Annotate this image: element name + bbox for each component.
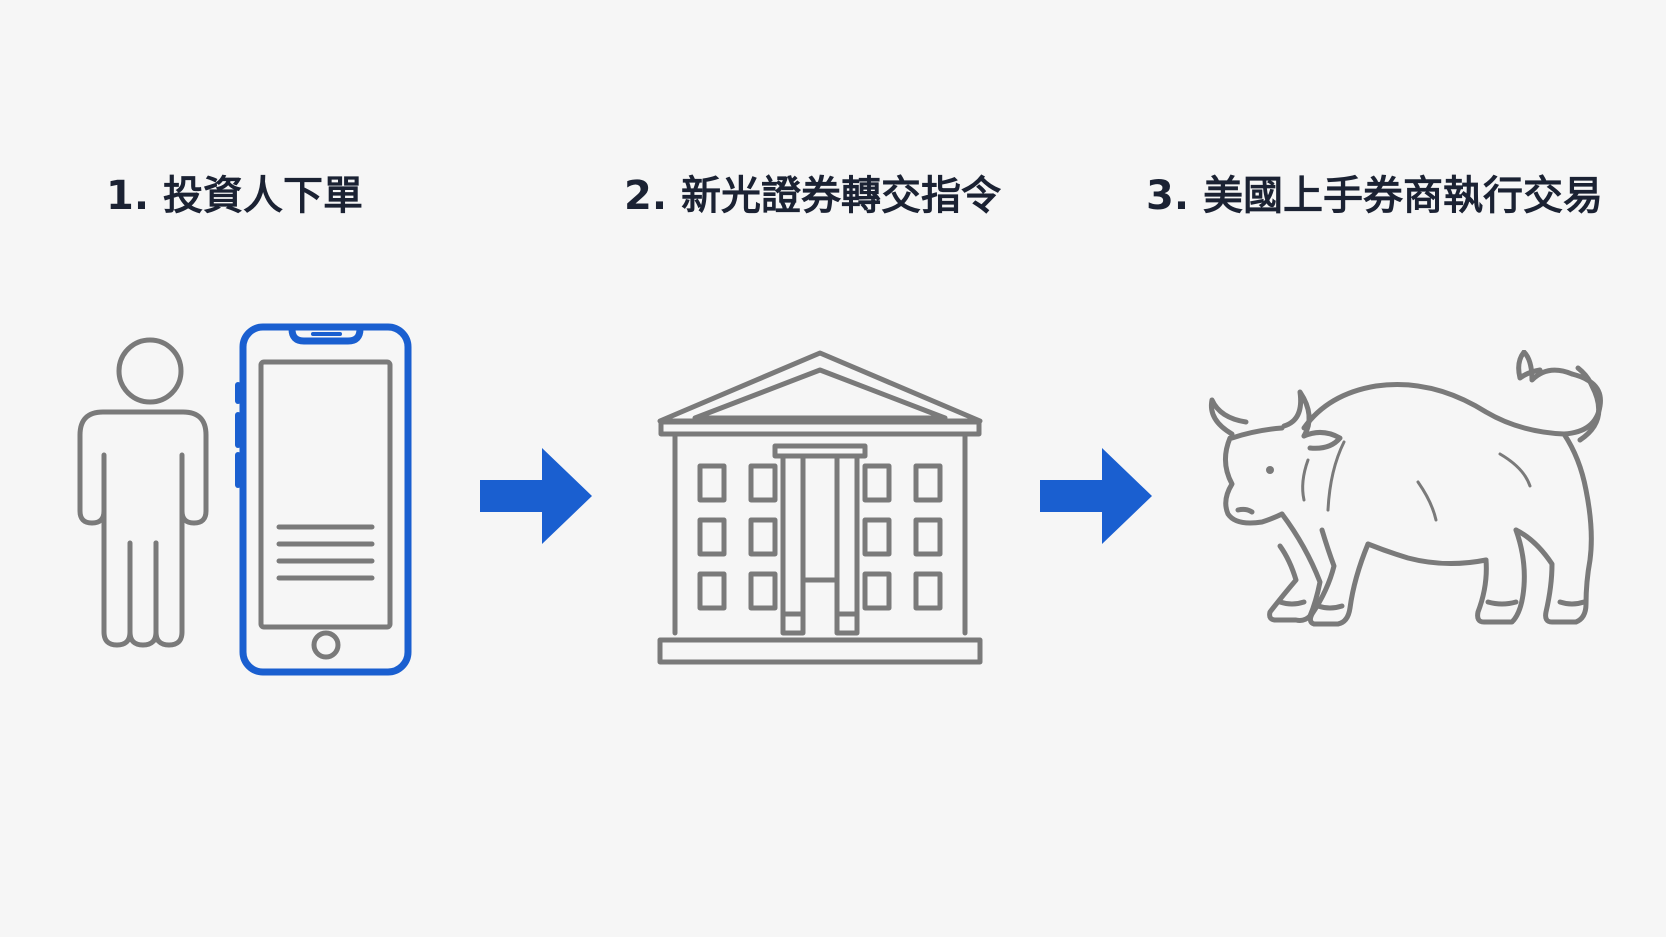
arrow-right-icon bbox=[480, 448, 592, 544]
step-2-label: 2. 新光證券轉交指令 bbox=[624, 173, 1001, 219]
step-3-label: 3. 美國上手券商執行交易 bbox=[1146, 173, 1603, 219]
step-1-label: 1. 投資人下單 bbox=[106, 173, 363, 219]
bull-icon bbox=[1208, 350, 1603, 627]
smartphone-icon bbox=[235, 323, 412, 676]
person-icon bbox=[77, 337, 209, 648]
bank-building-icon bbox=[657, 350, 983, 665]
investor-phone-icon bbox=[77, 323, 412, 676]
arrow-right-icon bbox=[1040, 448, 1152, 544]
